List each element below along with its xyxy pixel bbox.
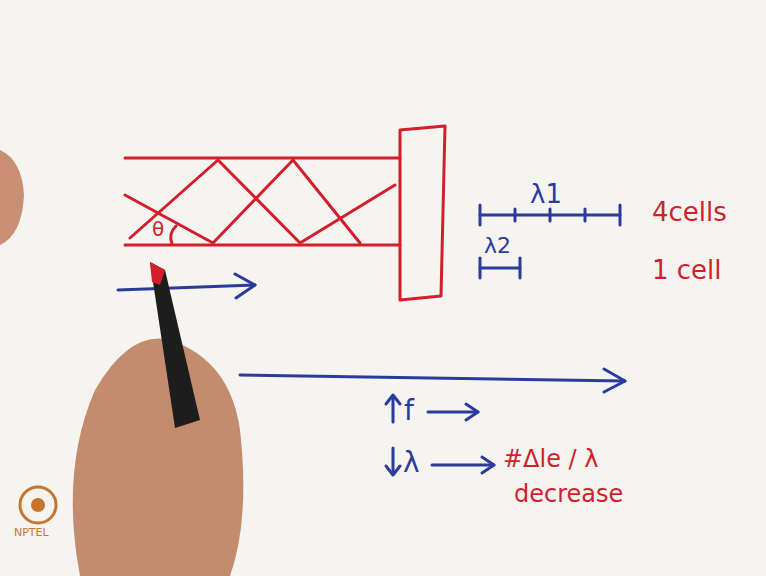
frequency-symbol: f	[404, 396, 414, 427]
tick	[479, 258, 482, 278]
logo-mark	[31, 498, 45, 512]
wavelength-label: λ2	[484, 234, 511, 258]
end-wall	[400, 126, 445, 300]
angle-arc	[171, 226, 176, 244]
direction-arrow	[118, 285, 255, 290]
marker-tip	[150, 262, 165, 285]
arrow-head	[386, 395, 400, 404]
waveguide-wall	[125, 244, 400, 247]
tick	[549, 209, 552, 221]
tick	[519, 258, 522, 278]
long-arrow	[240, 375, 625, 381]
tick	[514, 209, 517, 221]
arrow-head	[466, 404, 478, 420]
wavelength-symbol: λ	[403, 448, 420, 479]
wavelength-label: λ1	[530, 180, 562, 209]
ray-path	[125, 160, 360, 243]
waveguide-wall	[125, 157, 400, 160]
hand	[0, 150, 24, 245]
cell-count: 4cells	[652, 198, 727, 227]
right-arrow	[428, 411, 478, 414]
tick	[479, 205, 482, 225]
hand	[73, 339, 244, 576]
tick	[619, 205, 622, 225]
logo-mark	[20, 487, 56, 523]
watermark: NPTEL	[14, 527, 49, 539]
arrow-head	[482, 457, 494, 473]
arrow-head	[235, 274, 255, 298]
angle-label: θ	[152, 218, 164, 240]
note-text: #Δle / λ	[503, 446, 599, 472]
right-arrow	[432, 464, 494, 467]
down-arrow	[392, 448, 395, 474]
tick	[584, 209, 587, 221]
ray-path	[130, 160, 395, 243]
marker	[150, 262, 200, 428]
scale-bar	[480, 267, 520, 270]
cell-count: 1 cell	[652, 256, 722, 285]
arrow-head	[604, 369, 625, 392]
up-arrow	[392, 396, 395, 422]
note-text: decrease	[514, 481, 623, 507]
arrow-head	[386, 466, 400, 475]
